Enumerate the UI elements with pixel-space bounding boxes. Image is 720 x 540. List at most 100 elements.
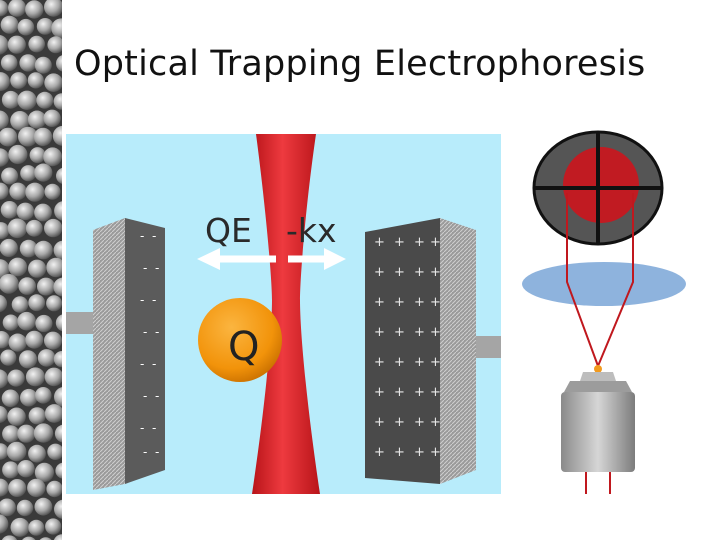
condenser-lens-icon	[522, 262, 686, 306]
microsphere	[53, 534, 62, 540]
focal-point	[594, 365, 602, 373]
microsphere	[34, 56, 52, 74]
microsphere	[0, 369, 9, 389]
microsphere	[2, 425, 20, 443]
microsphere	[1, 167, 19, 185]
positive-charge-mark: +	[430, 265, 441, 280]
positive-charge-mark: +	[430, 385, 441, 400]
microsphere	[33, 423, 54, 443]
positive-charge-mark: +	[374, 385, 385, 400]
microsphere	[34, 203, 52, 222]
positive-charge-mark: +	[430, 325, 441, 340]
microsphere	[28, 407, 46, 425]
microsphere	[34, 497, 53, 516]
microsphere	[45, 518, 62, 535]
microsphere	[17, 90, 37, 111]
microsphere-texture-icon	[0, 0, 62, 540]
positive-charge-mark: +	[394, 325, 405, 340]
microsphere	[44, 367, 62, 387]
positive-charge-mark: +	[394, 355, 405, 370]
microsphere	[0, 182, 9, 200]
microsphere	[0, 110, 9, 130]
microsphere	[19, 54, 37, 72]
microsphere	[56, 55, 62, 72]
microsphere	[27, 259, 47, 278]
microsphere	[54, 201, 62, 221]
negative-charge-mark: -	[155, 261, 159, 275]
microsphere	[52, 125, 62, 146]
positive-charge-mark: +	[374, 325, 385, 340]
microsphere	[0, 54, 18, 72]
microsphere	[17, 424, 36, 443]
negative-charge-mark: -	[143, 389, 147, 403]
microsphere	[0, 443, 9, 460]
microsphere	[16, 202, 35, 221]
negative-charge-mark: -	[143, 261, 147, 275]
microsphere	[0, 273, 19, 294]
microsphere	[7, 369, 25, 387]
positive-charge-mark: +	[414, 235, 425, 250]
microsphere	[0, 259, 10, 279]
microsphere	[43, 109, 61, 128]
positive-charge-mark: +	[414, 385, 425, 400]
negative-charge-mark: -	[155, 389, 159, 403]
microsphere	[0, 478, 9, 497]
slide-title: Optical Trapping Electrophoresis	[74, 44, 646, 84]
microsphere	[27, 110, 47, 129]
spring-force-label: -kx	[286, 211, 337, 250]
negative-charge-mark: -	[152, 293, 156, 307]
microsphere	[33, 127, 53, 147]
microsphere	[0, 349, 17, 366]
microsphere	[8, 144, 28, 165]
negative-charge-mark: -	[140, 357, 144, 371]
microsphere	[0, 72, 10, 92]
microsphere	[55, 462, 62, 479]
positive-charge-mark: +	[430, 235, 441, 250]
positive-charge-mark: +	[394, 415, 405, 430]
trapped-particle	[198, 298, 282, 382]
microsphere	[25, 330, 44, 349]
negative-charge-mark: -	[155, 445, 159, 459]
microsphere	[29, 147, 46, 164]
positive-charge-mark: +	[430, 415, 441, 430]
negative-charge-mark: -	[140, 229, 144, 243]
negative-charge-mark: -	[143, 445, 147, 459]
microsphere	[10, 72, 27, 89]
microsphere	[7, 35, 26, 54]
positive-charge-mark: +	[374, 445, 385, 460]
microsphere	[0, 405, 8, 423]
positive-charge-mark: +	[374, 415, 385, 430]
positive-charge-mark: +	[430, 295, 441, 310]
microsphere	[36, 18, 54, 35]
objective-lens-icon	[561, 372, 635, 472]
microsphere	[53, 93, 62, 110]
negative-charge-mark: -	[155, 325, 159, 339]
microsphere	[39, 537, 52, 540]
microsphere	[17, 460, 35, 478]
positive-charge-mark: +	[414, 355, 425, 370]
microsphere	[0, 148, 9, 167]
microsphere	[53, 277, 62, 297]
negative-charge-mark: -	[143, 325, 147, 339]
positive-charge-mark: +	[414, 415, 425, 430]
positive-charge-mark: +	[414, 265, 425, 280]
microsphere	[56, 167, 62, 184]
microsphere	[44, 404, 62, 423]
microsphere	[17, 18, 35, 36]
microsphere	[44, 73, 62, 92]
negative-charge-marks: ----------------	[140, 229, 159, 459]
microsphere	[46, 295, 62, 312]
positive-charge-mark: +	[394, 235, 405, 250]
positive-charge-mark: +	[374, 295, 385, 310]
microsphere	[37, 349, 56, 367]
microsphere	[51, 18, 62, 39]
microsphere	[43, 147, 62, 167]
microsphere	[2, 461, 20, 479]
microsphere	[20, 165, 37, 182]
microsphere	[53, 240, 62, 260]
positive-charge-mark: +	[430, 445, 441, 460]
microsphere	[44, 183, 61, 200]
microsphere	[6, 441, 27, 462]
microsphere	[0, 201, 19, 219]
positive-charge-mark: +	[394, 445, 405, 460]
